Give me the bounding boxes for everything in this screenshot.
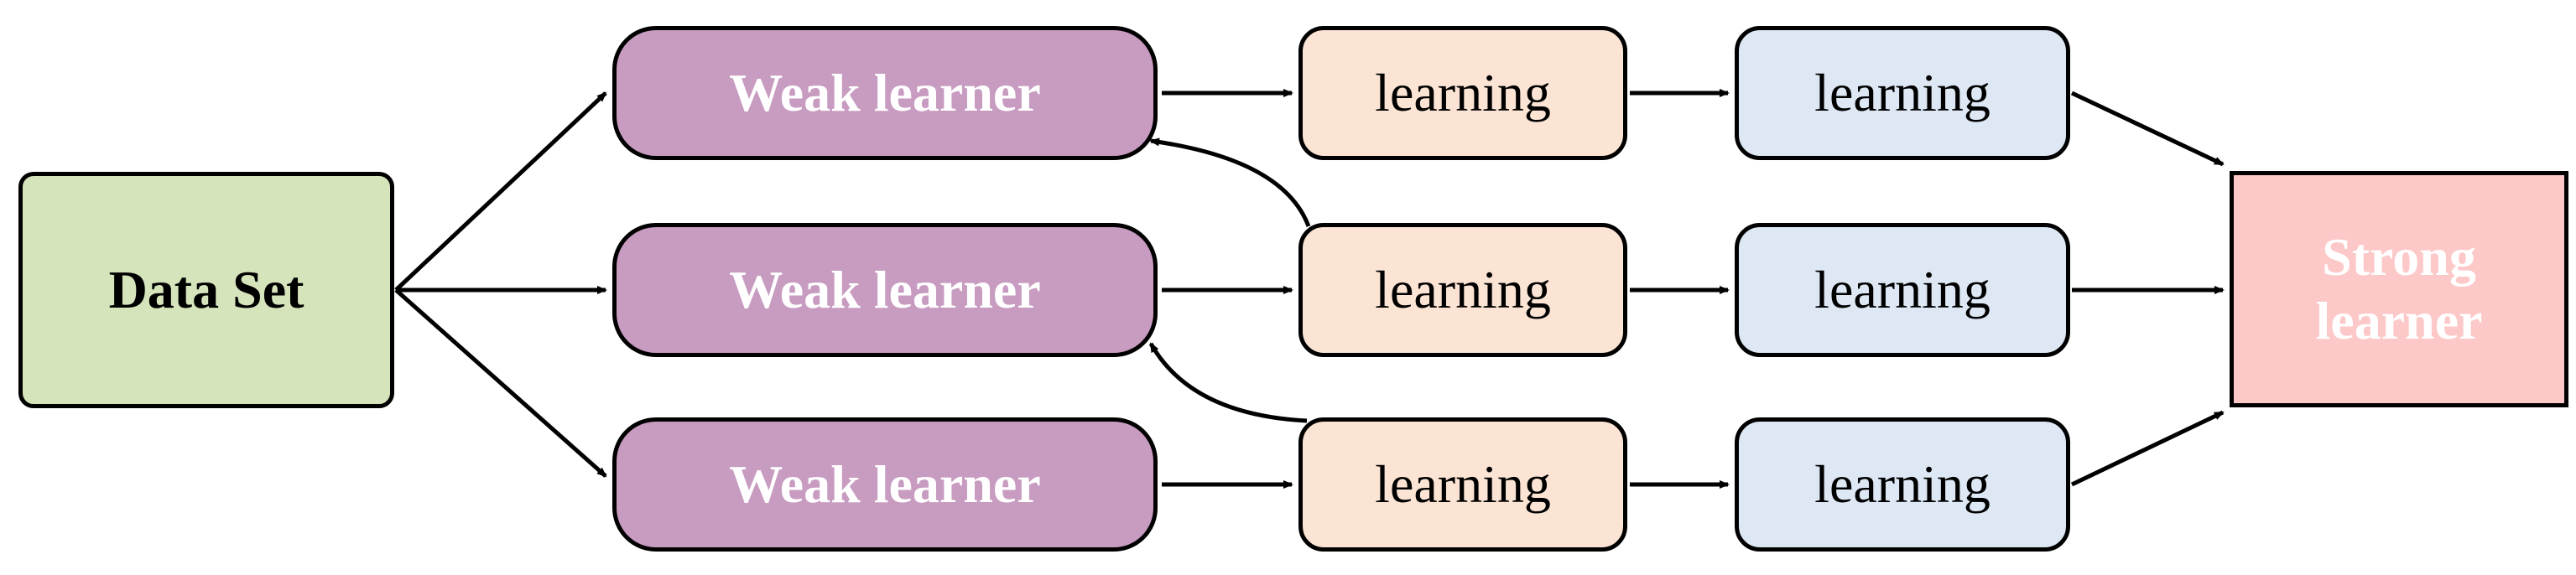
- feedback-arrow-row2-to-weak-1: [1149, 137, 1311, 227]
- learning-label: learning: [1375, 454, 1551, 514]
- weak-learner-node-1: Weak learner: [612, 26, 1158, 160]
- strong-learner-node: Strong learner: [2230, 171, 2568, 407]
- learning-label: learning: [1814, 454, 1991, 514]
- data-set-node: Data Set: [18, 172, 394, 408]
- feedback-arrow-row3-to-weak-2: [1148, 342, 1308, 423]
- weak-learner-label: Weak learner: [729, 454, 1041, 514]
- weak-learner-node-3: Weak learner: [612, 417, 1158, 552]
- arrow-dataset-to-weak-1: [394, 91, 607, 292]
- learning-node-stage1-row2: learning: [1298, 223, 1627, 357]
- weak-learner-label: Weak learner: [729, 63, 1041, 122]
- learning-label: learning: [1375, 63, 1551, 122]
- weak-learner-node-2: Weak learner: [612, 223, 1158, 357]
- data-set-label: Data Set: [108, 260, 304, 319]
- learning-node-stage2-row3: learning: [1735, 417, 2070, 552]
- learning-node-stage2-row1: learning: [1735, 26, 2070, 160]
- strong-learner-label: Strong learner: [2315, 227, 2483, 350]
- learning-node-stage1-row1: learning: [1298, 26, 1627, 160]
- arrow-learning-2-to-strong-row1: [2070, 91, 2225, 167]
- weak-learner-label: Weak learner: [729, 260, 1041, 319]
- learning-label: learning: [1814, 63, 1991, 122]
- learning-node-stage2-row2: learning: [1735, 223, 2070, 357]
- learning-node-stage1-row3: learning: [1298, 417, 1627, 552]
- arrow-dataset-to-weak-3: [394, 288, 607, 478]
- learning-label: learning: [1814, 260, 1991, 319]
- learning-label: learning: [1375, 260, 1551, 319]
- arrow-learning-2-to-strong-row3: [2070, 410, 2225, 487]
